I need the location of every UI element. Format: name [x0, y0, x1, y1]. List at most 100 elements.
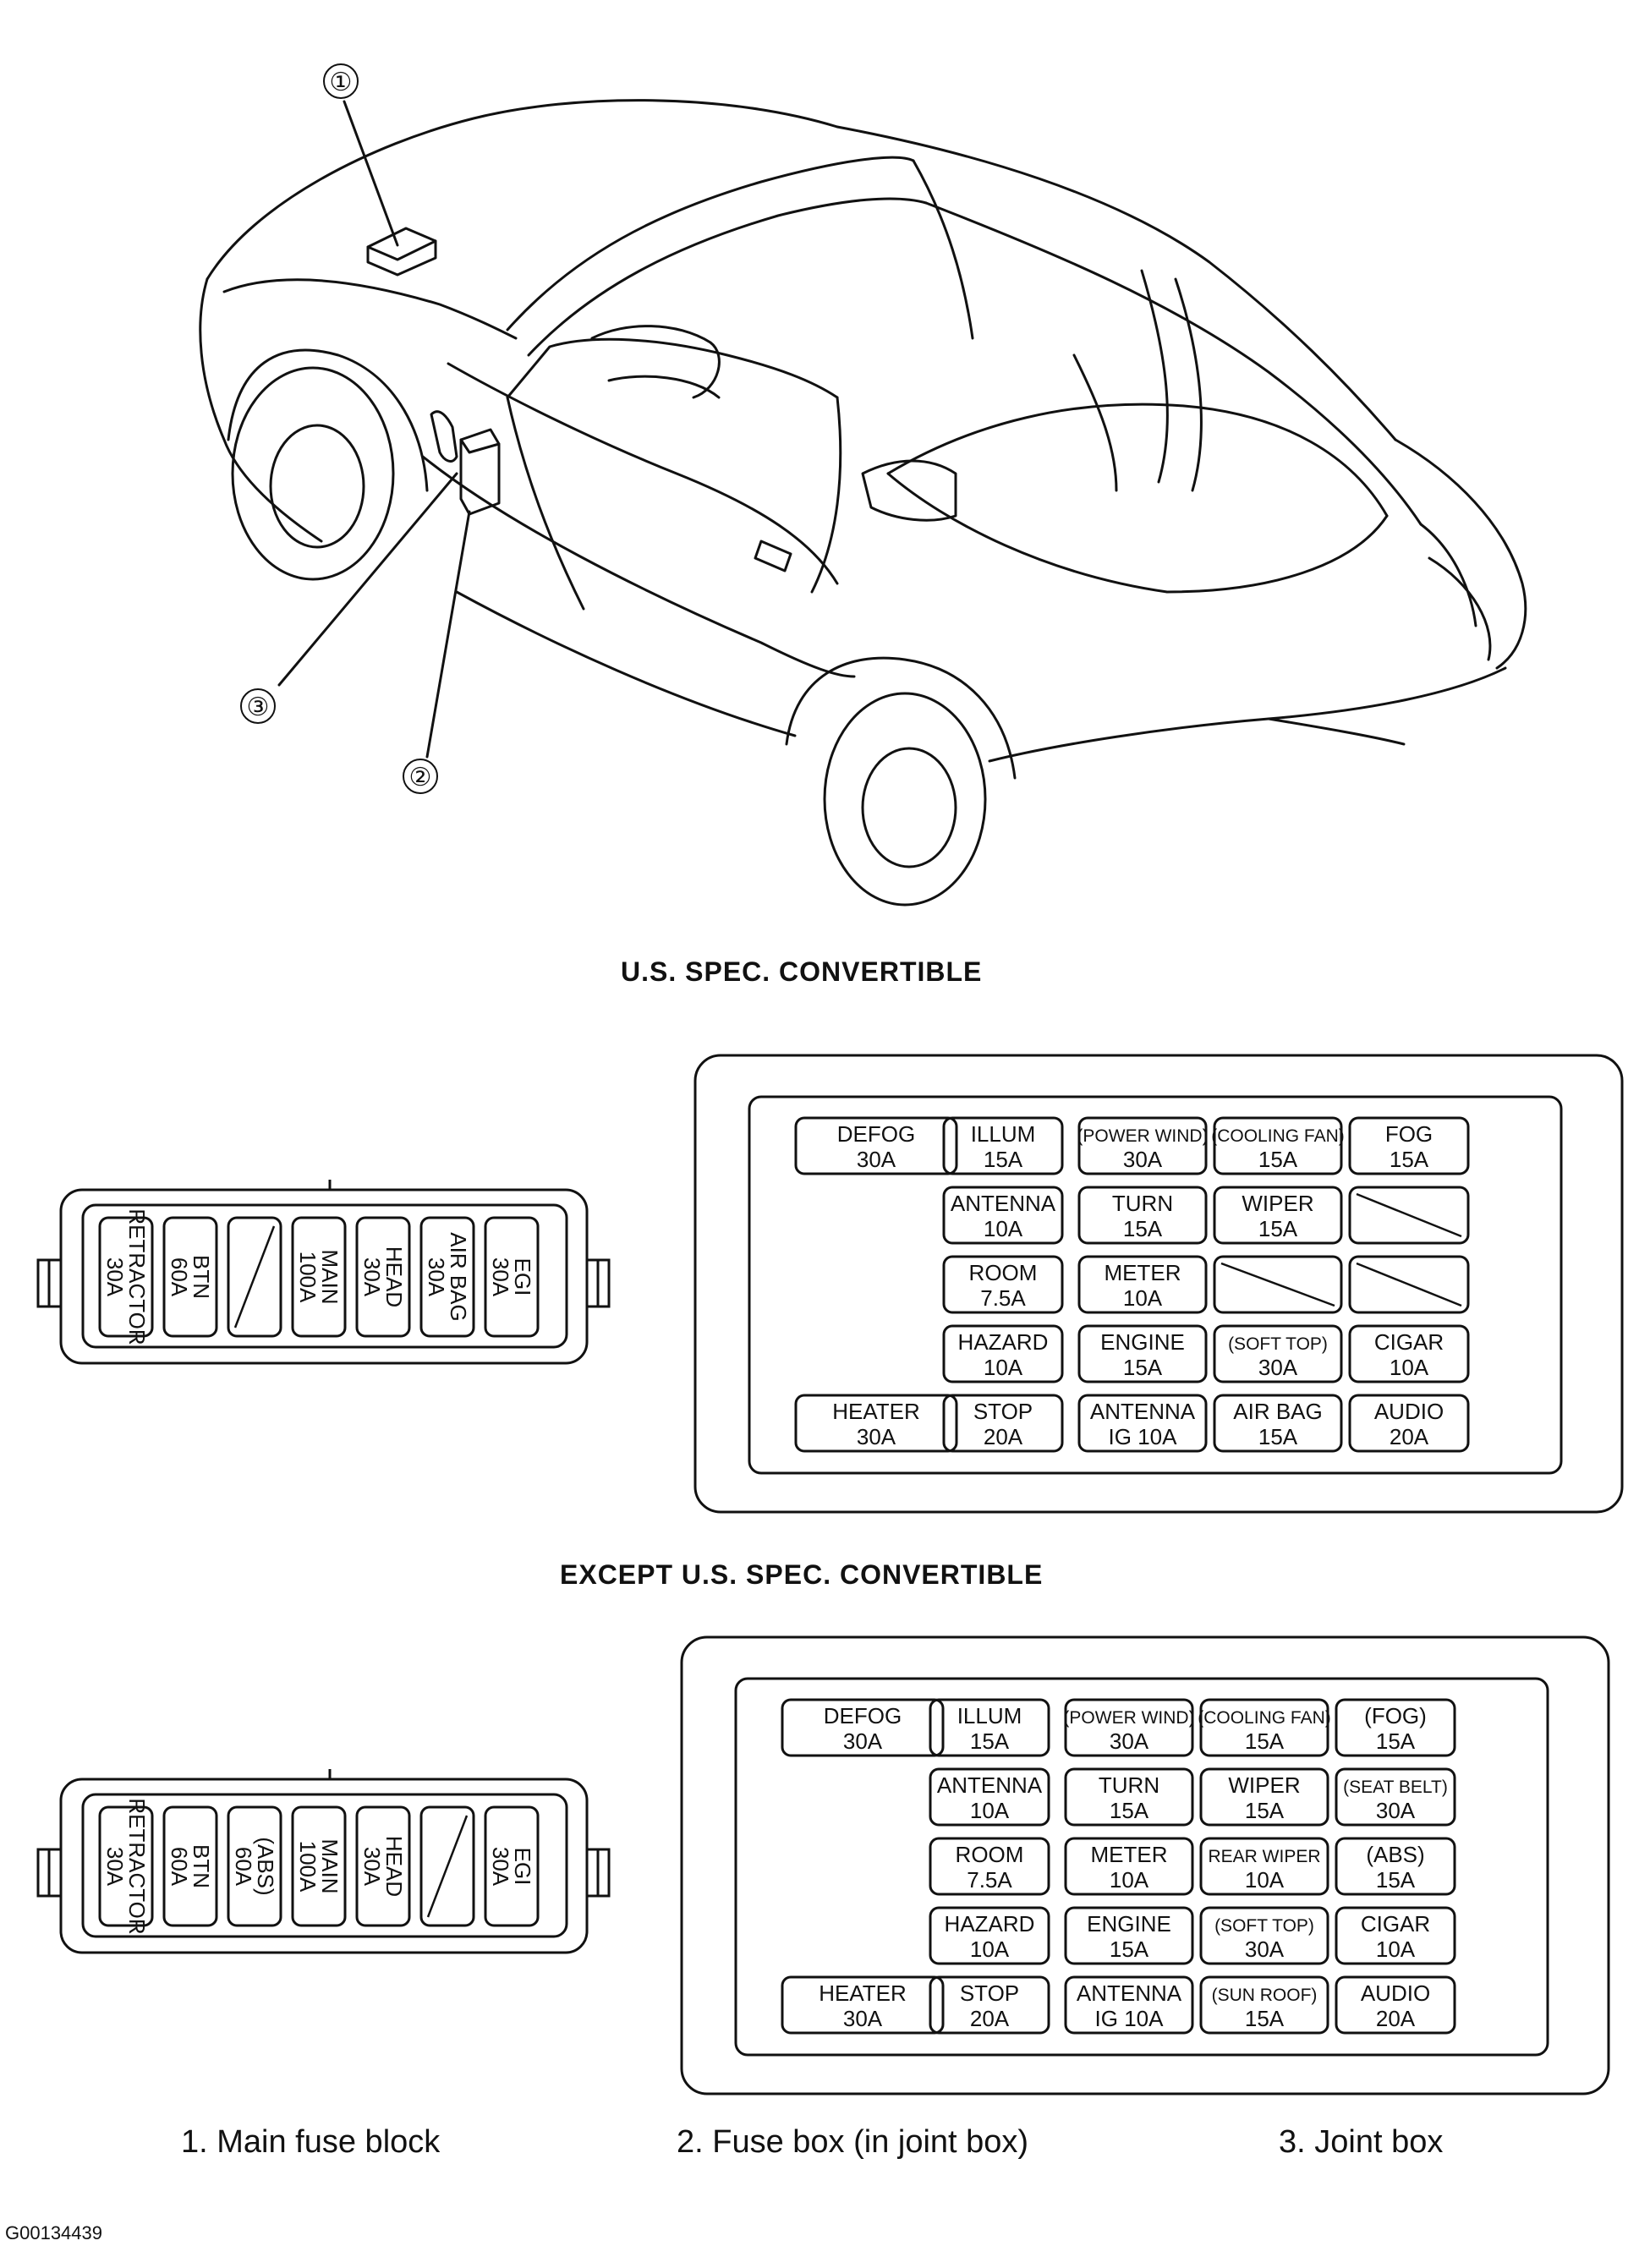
fuse-rating: 15A: [1390, 1147, 1429, 1172]
main-fuse: RETRACTOR30A: [98, 1798, 154, 1935]
fuse-slot: (FOG)15A: [1335, 1698, 1456, 1757]
fuse-slot: (SOFT TOP)30A: [1213, 1324, 1343, 1383]
fuse-rating: 10A: [1390, 1355, 1429, 1380]
main-fuse-name: (ABS): [253, 1837, 278, 1895]
empty-main-fuse-slot: [419, 1805, 475, 1927]
fuse-name: METER: [1091, 1842, 1168, 1867]
fuse-name: ROOM: [969, 1260, 1038, 1285]
fuse-rating: 10A: [970, 1798, 1010, 1823]
fuse-name: AUDIO: [1374, 1399, 1444, 1424]
fuse-slot: (COOLING FAN)15A: [1198, 1698, 1331, 1757]
fuse-name: HEATER: [819, 1980, 907, 2006]
fuse-name: HAZARD: [945, 1911, 1035, 1937]
fuse-rating: 15A: [1258, 1424, 1298, 1449]
fuse-name: ENGINE: [1087, 1911, 1171, 1937]
fuse-name: (POWER WIND): [1077, 1126, 1208, 1146]
fuse-name: STOP: [973, 1399, 1033, 1424]
section-title-us: U.S. SPEC. CONVERTIBLE: [621, 956, 983, 987]
fuse-rating: 7.5A: [967, 1867, 1012, 1893]
main-fuse-rating: 30A: [359, 1847, 385, 1887]
fuse-name: WIPER: [1228, 1772, 1300, 1798]
legend-fuse-box: 2. Fuse box (in joint box): [677, 2124, 1029, 2160]
fuse-name: (COOLING FAN): [1198, 1708, 1331, 1728]
empty-fuse-slot: [1348, 1255, 1470, 1314]
empty-fuse-slot: [1348, 1186, 1470, 1245]
svg-text:AIR BAG30A: AIR BAG30A: [424, 1232, 471, 1321]
svg-text:RETRACTOR30A: RETRACTOR30A: [102, 1798, 150, 1934]
fuse-name: CIGAR: [1374, 1329, 1444, 1355]
main-fuse-rating: 30A: [424, 1257, 449, 1297]
main-fuse-name: AIR BAG: [446, 1232, 471, 1321]
svg-text:MAIN100A: MAIN100A: [295, 1839, 343, 1894]
fuse-name: WIPER: [1242, 1191, 1313, 1216]
fuse-name: ANTENNA: [1090, 1399, 1196, 1424]
fuse-rating: 15A: [970, 1728, 1010, 1754]
empty-fuse-slot: [1213, 1255, 1343, 1314]
main-fuse: HEAD30A: [355, 1216, 411, 1338]
fuse-rating: 15A: [1110, 1798, 1149, 1823]
fuse-name: (FOG): [1364, 1703, 1427, 1728]
fuse-name: CIGAR: [1361, 1911, 1430, 1937]
fuse-rating: IG 10A: [1109, 1424, 1178, 1449]
fuse-name: ANTENNA: [1077, 1980, 1182, 2006]
fuse-rating: 20A: [970, 2006, 1010, 2031]
svg-text:BTN60A: BTN60A: [167, 1255, 214, 1299]
fuse-rating: 15A: [1245, 2006, 1285, 2031]
fuse-rating: 15A: [1123, 1355, 1163, 1380]
main-fuse: MAIN100A: [291, 1216, 347, 1338]
svg-text:HEAD30A: HEAD30A: [359, 1246, 407, 1307]
fuse-name: DEFOG: [837, 1121, 915, 1147]
legend-joint-box: 3. Joint box: [1279, 2124, 1444, 2160]
svg-text:BTN60A: BTN60A: [167, 1844, 214, 1888]
main-fuse-name: EGI: [510, 1848, 535, 1886]
fuse-name: ROOM: [956, 1842, 1024, 1867]
fuse-name: STOP: [960, 1980, 1019, 2006]
fuse-rating: 30A: [1258, 1355, 1298, 1380]
main-fuse: EGI30A: [484, 1805, 540, 1927]
main-fuse-rating: 30A: [488, 1847, 513, 1887]
fuse-rating: 15A: [1245, 1798, 1285, 1823]
section-title-except: EXCEPT U.S. SPEC. CONVERTIBLE: [560, 1559, 1044, 1590]
fuse-rating: 10A: [1110, 1867, 1149, 1893]
fuse-rating: 15A: [984, 1147, 1023, 1172]
fuse-name: REAR WIPER: [1208, 1847, 1320, 1866]
fuse-rating: 15A: [1258, 1147, 1298, 1172]
fuse-name: ANTENNA: [937, 1772, 1043, 1798]
callout-1: ①: [330, 68, 353, 96]
fuse-name: HAZARD: [958, 1329, 1049, 1355]
main-fuse-rating: 60A: [167, 1847, 192, 1887]
main-fuse: HEAD30A: [355, 1805, 411, 1927]
main-fuse-name: RETRACTOR: [124, 1798, 150, 1934]
fuse-rating: 15A: [1123, 1216, 1163, 1241]
fuse-name: DEFOG: [824, 1703, 902, 1728]
legend-main-fuse-block: 1. Main fuse block: [181, 2124, 441, 2160]
fuse-rating: 10A: [984, 1216, 1023, 1241]
main-fuse: AIR BAG30A: [419, 1216, 475, 1338]
fuse-slot: (SEAT BELT)30A: [1335, 1767, 1456, 1827]
fuse-rating: 15A: [1376, 1728, 1416, 1754]
fuse-rating: 15A: [1245, 1728, 1285, 1754]
